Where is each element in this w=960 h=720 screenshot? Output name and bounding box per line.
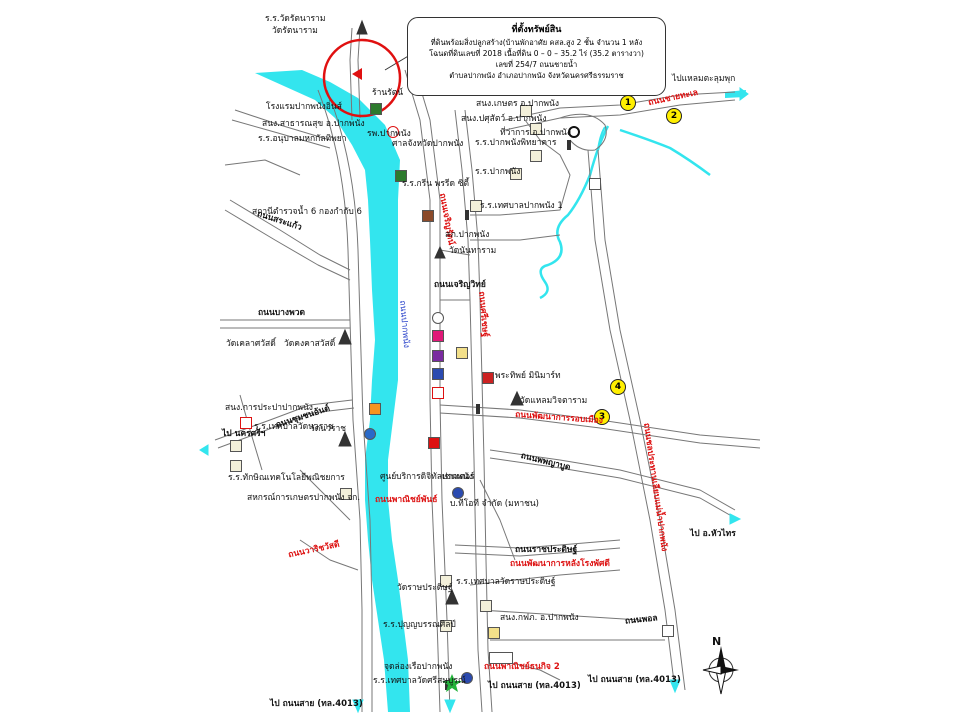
river [255,70,410,712]
shop-icon [432,330,444,342]
store-icon [482,372,494,384]
mail-icon [432,387,444,399]
destination-label: ไป ถนนสาย (ทล.4013) [488,681,581,691]
bank-icon [432,368,444,380]
stream-2 [619,128,711,177]
mall-icon [489,652,513,664]
school-icon [340,488,352,500]
place-label: สถานีตำรวจน้ำ 6 กองกำกับ 6 [252,207,362,217]
seven-eleven-icon [369,403,381,415]
hotel-icon [370,103,382,115]
marker-3: 3 [594,409,610,425]
place-label: ร.ร.ทักษิณเทคโนโลยีพณิชยการ [228,473,345,483]
roundabout-icon [568,126,580,138]
info-line-3: เลขที่ 254/7 ถนนชายน้ำ [495,59,578,69]
place-label: พระทิพย์ มินิมาร์ท [495,371,561,381]
hospital-icon [387,126,399,138]
electric-icon [488,627,500,639]
info-line-4: ตำบลปากพนัง อำเภอปากพนัง จังหวัดนครศรีธร… [449,70,624,80]
place-label: โรงแรมปากพนังอิ่นส์ [266,102,342,112]
government-icon [530,123,542,135]
fire-icon [428,437,440,449]
place-label: ร.ร.อนุบาลมหกกัลทิพยา [258,134,347,144]
place-label: สนง.สาธารณสุข อ.ปากพนัง [262,119,365,129]
mail-icon [240,417,252,429]
bank-icon [432,312,444,324]
place-label: สนง.ปศุสัตว์ อ.ปากพนัง [461,114,547,124]
bank-icon [364,428,376,440]
place-label: สนง.เกษตร อ.ปากพนัง [476,99,559,109]
place-label: ร.ร.วัดรัตนาราม [265,14,326,24]
place-label: ที่ว่าการ อ.ปากพนัง [500,128,572,138]
place-label: สหกรณ์การเกษตรปากพนัง จก. [247,493,361,503]
place-label: วัดนวราช [310,424,346,434]
road-label: ถนนราชประดิษฐ์ [515,545,578,555]
school-icon [230,440,242,452]
info-title: ที่ตั้งทรัพย์สิน [511,25,562,35]
property-marker-icon [352,68,362,80]
place-label: ปากพนัง [442,472,473,482]
destination-label: ไป ถนนสาย (ทล.4013) [588,675,681,685]
school-icon [440,620,452,632]
road-label: ถนนเจริญวิทย์ [434,280,486,290]
north-label: N [712,635,722,648]
government-icon [520,105,532,117]
info-line-1: ที่ดินพร้อมสิ่งปลูกสร้าง(บ้านพักอาศัย คส… [430,38,643,47]
school-icon [440,575,452,587]
road-label: ถนนพาณิชย์พันธ์ [375,495,438,505]
place-label: บ.ทีโอที จำกัด (มหาชน) [450,499,539,509]
school-icon [230,460,242,472]
place-label: ร.ร.ปากพนัง [475,167,521,177]
police-icon [422,210,434,222]
place-label: ศูนย์บริการดิจิทัลเซนเตอร์ [380,472,475,482]
place-label: สนง.กฟภ. อ.ปากพนัง [500,613,579,623]
marker-1: 1 [620,95,636,111]
place-label: สภ.ปากพนัง [445,230,490,240]
place-label: รพ.ปากพนัง [367,129,411,139]
bank-icon [461,672,473,684]
school-icon [510,168,522,180]
pier-star-icon [442,674,462,692]
destination-label: ไป อ.หัวไทร [690,529,736,539]
place-label: จุดล่องเรือปากพนัง [384,662,453,672]
place-label: ร.ร.เทศบาลวัดราษประดิษฐ์ [456,577,556,587]
sign-icon [589,178,601,190]
property-info-box: ที่ตั้งทรัพย์สิน ที่ดินพร้อมสิ่งปลูกสร้า… [407,17,666,96]
road-label: ถนนพัฒนาการหลังโรงพัศดี [510,559,610,569]
place-label: วัดแหลมวิจตาราม [520,396,588,406]
place-label: สนง.การประปาปากพนัง [225,403,313,413]
road-label: ถนนบางพวด [258,308,305,318]
government-icon [480,600,492,612]
marker-4: 4 [610,379,626,395]
destination-label: ไป ถนนสาย (ทล.4013) [270,699,363,709]
place-label: วัดราษประดิษฐ์ [397,583,453,593]
place-label: วัดคงคาสวัสดิ์ [284,339,336,349]
place-label: วัดรัตนาราม [272,26,318,36]
bank-icon [432,350,444,362]
north-arrow-icon [702,646,739,695]
marker-2: 2 [666,108,682,124]
place-label: ร.ร.เทศบาลปากพนัง 1 [480,201,563,211]
school-icon [470,200,482,212]
sign-icon [662,625,674,637]
store-icon [456,347,468,359]
place-label: ร.ร.กรีน พรรีด ซิตี้ [402,179,470,189]
place-label: วัดเคลาศวัสดิ์ [226,339,276,349]
place-label: วัดนันทาราม [449,246,497,256]
property-location-circle [322,38,402,118]
place-label: ร.ร.เทศบาลวัดนวราช [254,422,334,432]
place-label: ศาลจังหวัดปากพนัง [392,139,464,149]
phone-icon [452,487,464,499]
destination-label: ไปแหลมตะลุมพุก [672,74,736,84]
place-label: ร.ร.เทศบาลวัดศรีสมบูรณ์ [373,676,466,686]
place-label: ร้านรัตน์ [372,88,404,98]
info-line-2: โฉนดที่ดินเลขที่ 2018 เนื้อที่ดิน 0 – 0 … [429,48,644,58]
place-label: ร.ร.ปุญญบรรณศิลป์ [383,620,456,630]
road-label: ถนนพาณิชย์ธนกิจ 2 [484,662,560,672]
place-label: ร.ร.ปากพนังพิทยาคาร [475,138,557,148]
school-icon [530,150,542,162]
destination-label: ไป นครศรีฯ [222,429,266,439]
school-icon [395,170,407,182]
